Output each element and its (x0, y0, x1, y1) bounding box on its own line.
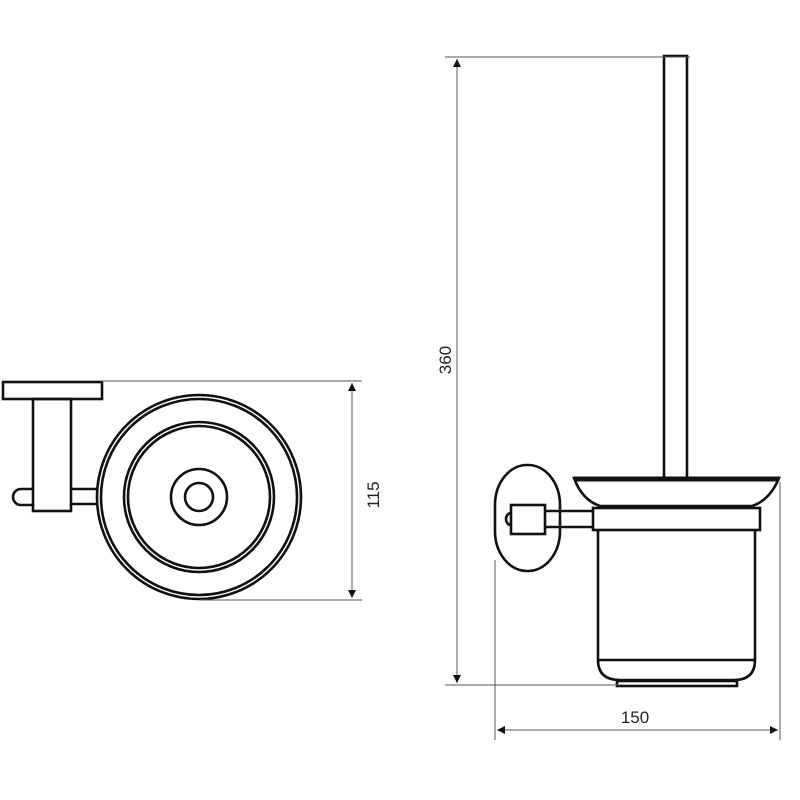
wall-plate (1, 380, 104, 401)
saucer-outer-rim (95, 393, 303, 601)
dimension-115: 115 (102, 380, 383, 601)
dimension-label-150: 150 (621, 708, 649, 727)
cup-base (615, 679, 739, 688)
cup-body (596, 530, 757, 682)
holder-arm (545, 509, 592, 529)
bracket-block (509, 503, 547, 536)
wall-plate-oval (493, 463, 562, 573)
saucer-lid (572, 476, 781, 508)
cup-ring (591, 506, 762, 532)
dimension-label-360: 360 (436, 346, 455, 374)
cup-inner-rim (126, 424, 272, 570)
set-screw (504, 511, 512, 527)
holder-arm (71, 487, 98, 506)
cup-outer-rim (122, 420, 276, 574)
dimension-360: 360 (436, 56, 690, 686)
set-screw (11, 487, 33, 507)
saucer-inner-rim (99, 397, 299, 597)
dimension-label-115: 115 (364, 481, 383, 508)
side-view (493, 54, 781, 688)
handle-end (183, 481, 215, 513)
mount-post (31, 397, 73, 513)
dimension-150: 150 (494, 482, 781, 740)
brush-handle (662, 54, 689, 480)
handle-collar (169, 467, 229, 527)
top-view (1, 380, 303, 601)
